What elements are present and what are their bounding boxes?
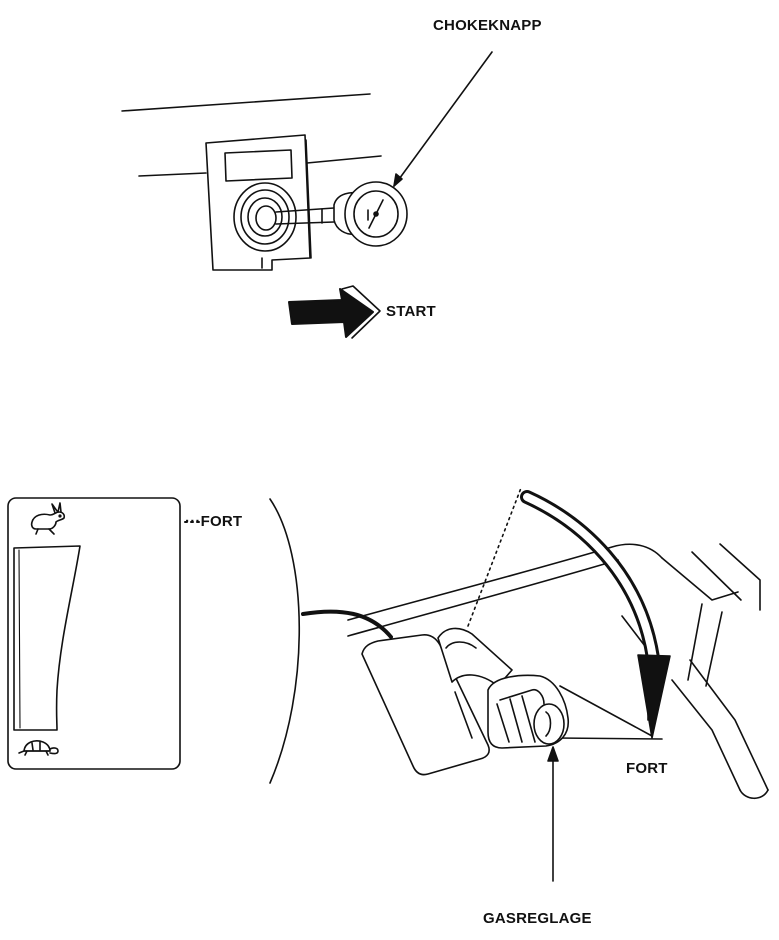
choke-shaft — [275, 207, 335, 225]
throttle-dotted-line — [467, 487, 522, 627]
choke-bushing — [233, 182, 297, 252]
start-arrow — [288, 285, 381, 339]
choke-leader-line — [393, 51, 493, 187]
start-label: START — [386, 303, 436, 320]
turtle-icon — [18, 740, 59, 756]
throttle-panel — [7, 497, 181, 770]
throttle-base-plate — [361, 634, 490, 776]
gasreglage-leader-line — [547, 746, 559, 882]
fort-curved-arrow — [520, 490, 671, 739]
throttle-lever[interactable] — [487, 674, 570, 749]
choke-knob[interactable] — [333, 181, 408, 247]
zoom-bracket — [269, 498, 393, 784]
fort-arrow-label: FORT — [626, 760, 668, 777]
throttle-label: GASREGLAGE — [483, 910, 592, 927]
fort-panel-label: ···FORT — [185, 513, 243, 530]
rabbit-icon — [30, 502, 66, 535]
choke-knob-label: CHOKEKNAPP — [433, 17, 542, 34]
dashboard-lines — [121, 93, 382, 177]
